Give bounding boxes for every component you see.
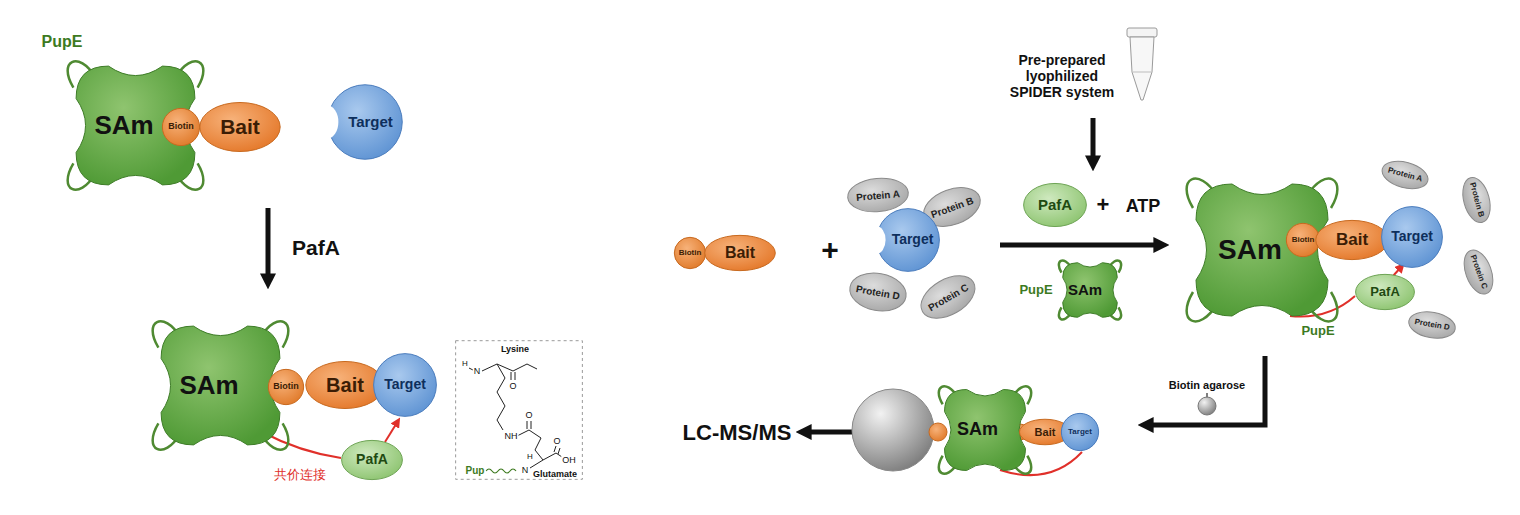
- target-circle: Target: [1061, 413, 1099, 451]
- residue-name: Glutamate: [532, 470, 578, 479]
- kit-label: Pre-prepared lyophilized SPIDER system: [1006, 52, 1118, 100]
- process-arrow: [266, 208, 271, 283]
- node-text: SAm: [1218, 235, 1282, 266]
- process-arrow: [1144, 356, 1265, 425]
- node-text: PafA: [1038, 197, 1072, 214]
- residue-name: Lysine: [500, 345, 530, 354]
- streptavidin-blob: SAm: [153, 318, 288, 453]
- node-text: SAm: [957, 420, 998, 440]
- target-circle: Target: [373, 353, 437, 417]
- atom-label: O: [552, 437, 561, 446]
- atom-label: H: [461, 360, 469, 368]
- chemical-bond: [543, 453, 556, 460]
- bait-ellipse: Bait: [1315, 220, 1389, 260]
- covalent-link: [1393, 266, 1402, 276]
- node-text: Biotin: [168, 122, 194, 132]
- node-text: PafA: [356, 452, 388, 467]
- protein-ellipse: Protein A: [846, 175, 911, 214]
- streptavidin-blob: SAm: [1059, 259, 1121, 321]
- protein-ellipse: Protein B: [1457, 174, 1494, 226]
- chemical-bond: [554, 446, 556, 452]
- method-label: LC-MS/MS: [683, 420, 792, 445]
- chemical-bond: [515, 372, 516, 380]
- target-circle: Target: [876, 208, 940, 272]
- enzyme-label: PafA: [292, 236, 340, 260]
- process-arrow: [1091, 118, 1096, 165]
- pup-label: PupE: [1301, 324, 1334, 339]
- chemical-bond: [511, 372, 512, 380]
- node-text: SAm: [1068, 282, 1102, 299]
- atom-label: H: [526, 453, 534, 461]
- bait-ellipse: Bait: [305, 361, 385, 409]
- process-arrow: [802, 430, 852, 435]
- bait-ellipse: Bait: [199, 102, 281, 152]
- pup-chain: [486, 469, 516, 473]
- node-text: PafA: [1370, 285, 1400, 299]
- biotin-circle: Biotin: [674, 237, 706, 269]
- target-circle: Target: [1381, 206, 1443, 268]
- bait-ellipse: Bait: [704, 235, 776, 271]
- streptavidin-blob: SAm: [939, 384, 1031, 476]
- link-note: 共价连接: [274, 468, 326, 483]
- biotin-circle: Biotin: [1286, 223, 1320, 257]
- chemical-bond: [527, 421, 528, 429]
- node-text: Bait: [220, 115, 260, 138]
- node-text: Bait: [725, 244, 755, 262]
- chemical-bond: [482, 364, 537, 371]
- node-text: SAm: [94, 111, 153, 140]
- node-text: Bait: [1035, 426, 1056, 438]
- process-arrow: [1000, 243, 1163, 248]
- protein-ellipse: Protein C: [1458, 245, 1499, 298]
- atom-label: O: [524, 411, 533, 420]
- pafa-ellipse: PafA: [1355, 274, 1415, 310]
- biotin-dot: [929, 423, 947, 441]
- node-text: Biotin: [273, 382, 299, 392]
- chemical-bond: [558, 448, 560, 454]
- pup-label: PupE: [42, 33, 83, 51]
- covalent-link: [385, 421, 398, 442]
- node-text: Target: [1068, 428, 1092, 437]
- tube-icon: [1127, 28, 1157, 100]
- node-text: Biotin: [679, 249, 702, 258]
- chemical-bond: [531, 421, 532, 429]
- plus-sign: +: [1097, 192, 1110, 217]
- atom-label: Pup: [465, 466, 486, 476]
- atom-label: N: [521, 466, 530, 475]
- chemical-bond: [530, 460, 543, 468]
- pafa-ellipse: PafA: [341, 440, 403, 480]
- node-text: Target: [1391, 229, 1433, 244]
- atom-label: O: [508, 382, 517, 391]
- node-text: Target: [384, 377, 426, 392]
- bead-label: Biotin agarose: [1169, 379, 1245, 392]
- plus-sign: +: [821, 233, 839, 268]
- chemical-bond: [497, 364, 505, 430]
- covalent-link: [262, 432, 341, 458]
- protein-ellipse: Protein A: [1378, 156, 1431, 194]
- node-text: Target: [348, 114, 393, 131]
- chemical-bond: [517, 430, 529, 436]
- pafa-ellipse: PafA: [1023, 183, 1087, 227]
- protein-ellipse: Protein D: [1406, 308, 1458, 342]
- protein-ellipse: Protein C: [913, 266, 983, 327]
- atom-label: N: [473, 367, 482, 376]
- node-text: Bait: [1336, 231, 1368, 250]
- pup-label: PupE: [1019, 283, 1052, 298]
- atp-label: ATP: [1126, 196, 1161, 217]
- structure-box: LysineHNONHOPupHNOOHGlutamate: [455, 340, 583, 480]
- node-text: Bait: [326, 374, 364, 396]
- node-text: Biotin: [1292, 236, 1315, 245]
- biotin-circle: Biotin: [162, 108, 200, 146]
- node-text: Target: [892, 232, 934, 247]
- agarose-bead: [852, 389, 934, 471]
- target-circle: Target: [327, 84, 403, 160]
- agarose-bead: [1198, 397, 1216, 415]
- atom-label: OH: [561, 456, 577, 465]
- node-text: SAm: [179, 371, 238, 400]
- atom-label: NH: [504, 432, 519, 441]
- biotin-circle: Biotin: [268, 369, 304, 405]
- protein-ellipse: Protein D: [846, 268, 910, 315]
